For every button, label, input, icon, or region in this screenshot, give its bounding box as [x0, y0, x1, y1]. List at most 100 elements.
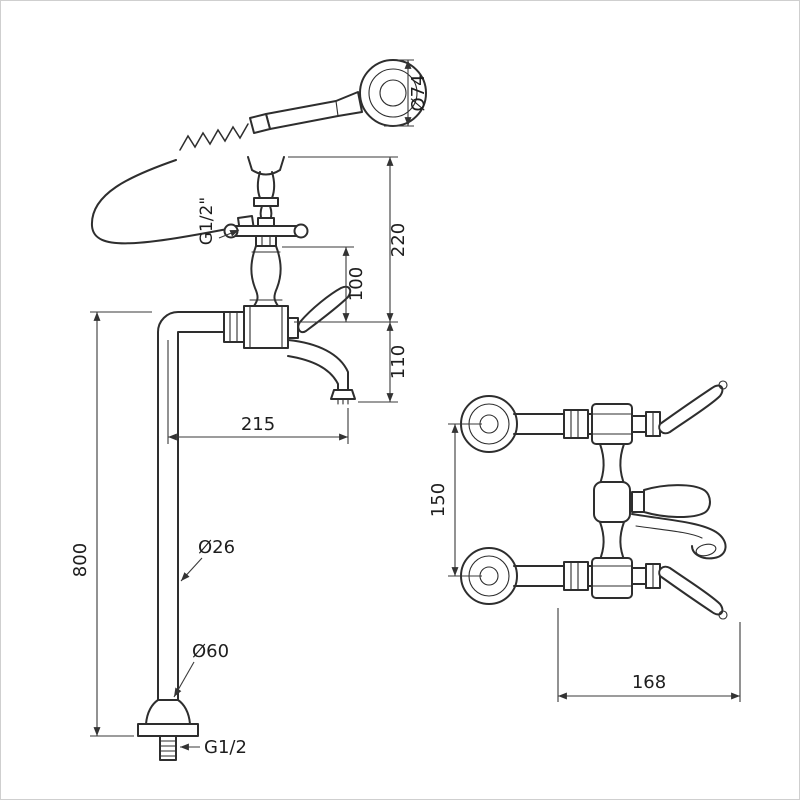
- cross-handle-top-stub: [257, 217, 275, 227]
- dim-168: 168: [557, 608, 741, 702]
- dim-110: 110: [358, 322, 409, 403]
- thread-lines: [159, 740, 177, 757]
- floor-standpipe: [157, 311, 225, 701]
- dim-150-extension-lines: [448, 423, 482, 577]
- spring-guard: [179, 123, 249, 151]
- shower-head-ring: [368, 68, 418, 118]
- shower-handle-body: [265, 91, 363, 130]
- cross-handle-bar: [228, 225, 304, 237]
- dim-110-label: 110: [388, 345, 409, 379]
- dim-d74-label: Ø74: [408, 74, 429, 111]
- hose-connection-leader: [218, 229, 240, 239]
- top-arm-nut-lines: [570, 409, 579, 439]
- bottom-flange-hub: [479, 566, 499, 586]
- ceramic-lever: [297, 285, 352, 334]
- cross-handle-hub: [255, 235, 277, 247]
- top-handle-boss: [631, 415, 647, 433]
- pipe-inner-edge: [177, 331, 225, 701]
- label-pipe-diameter: Ø26: [180, 537, 235, 582]
- faucet-body: [223, 305, 299, 349]
- bottom-valve-lines: [591, 565, 633, 587]
- pipe-diameter-label: Ø26: [198, 537, 235, 558]
- upper-body-rings: [249, 251, 283, 301]
- dim-100: 100: [282, 246, 367, 322]
- cross-handle-right-knob: [293, 223, 309, 239]
- tub-filler-side-view: 800 215 220 110 100: [70, 59, 429, 761]
- front-spout-mouth: [695, 543, 717, 557]
- shower-handle-neck-line: [335, 100, 339, 117]
- front-spout-inner-line: [635, 525, 703, 539]
- hand-shower-handle: [249, 91, 363, 134]
- wall-faucet-front-view: 150 168: [428, 380, 741, 702]
- bottom-handle-lever: [658, 565, 724, 616]
- aerator: [335, 398, 351, 405]
- hose-connection-label: G1/2": [197, 197, 217, 245]
- shower-cradle: [247, 156, 285, 221]
- pipe-diameter-leader: [180, 557, 203, 582]
- front-spout-outline: [631, 513, 727, 560]
- bottom-arm-nut-lines: [570, 561, 579, 591]
- spout-bottom-edge: [287, 355, 339, 391]
- dim-220: 220: [288, 156, 409, 323]
- dim-215-extension-lines: [167, 340, 349, 444]
- dim-100-label: 100: [346, 267, 367, 301]
- center-lever-and-spout: [631, 484, 727, 560]
- bottom-handle: [631, 563, 728, 620]
- bottom-handle-finial: [718, 610, 728, 620]
- label-base-diameter: Ø60: [173, 641, 229, 698]
- inlet-nut-lines: [229, 311, 238, 343]
- center-lever-ferrule: [631, 491, 645, 513]
- base-diameter-leader: [173, 661, 195, 698]
- upper-body: [249, 245, 283, 307]
- cross-handle: [223, 217, 309, 247]
- base-plate: [137, 723, 199, 737]
- top-valve-lines: [591, 413, 633, 435]
- lower-waist: [598, 521, 626, 563]
- shower-head-center: [379, 79, 407, 107]
- bottom-valve-block: [591, 557, 633, 599]
- cradle-spindle: [256, 171, 276, 199]
- base-dome: [145, 699, 191, 725]
- top-handle-finial: [718, 380, 728, 390]
- wall-flanges: [460, 395, 518, 605]
- dim-150-label: 150: [428, 483, 449, 517]
- dim-800: 800: [70, 311, 152, 737]
- spindle-collar: [253, 197, 279, 207]
- valve-body: [591, 403, 633, 599]
- pipe-outer-edge: [157, 311, 225, 701]
- top-flange-hub: [479, 414, 499, 434]
- base-diameter-label: Ø60: [192, 641, 229, 662]
- body-face-lines: [249, 305, 283, 349]
- top-handle: [631, 380, 728, 437]
- label-hose-connection: G1/2": [197, 197, 240, 245]
- body-block: [243, 305, 289, 349]
- dim-150: 150: [428, 423, 482, 577]
- top-handle-lever: [658, 384, 724, 435]
- dim-215: 215: [167, 340, 349, 444]
- supply-arms: [513, 409, 593, 591]
- dim-800-extension-lines: [90, 311, 152, 737]
- hose-nut-at-handle: [249, 113, 271, 134]
- dim-168-label: 168: [632, 672, 666, 693]
- diverter-boss: [287, 317, 299, 339]
- spout-outlet-flare: [330, 389, 356, 400]
- base-flange: [137, 699, 199, 761]
- cross-handle-hub-lines: [261, 235, 271, 247]
- dim-800-label: 800: [70, 543, 91, 577]
- upper-waist: [598, 443, 626, 487]
- threaded-stub: [159, 735, 177, 761]
- cradle-fork: [247, 156, 285, 176]
- tub-spout: [287, 339, 356, 405]
- dim-shower-diameter: Ø74: [384, 59, 429, 127]
- upper-body-outline: [250, 245, 282, 307]
- center-boss: [593, 481, 631, 523]
- top-valve-block: [591, 403, 633, 445]
- bottom-connection-label: G1/2: [204, 737, 247, 758]
- bottom-handle-boss: [631, 567, 647, 585]
- bottom-arm-nut: [563, 561, 589, 591]
- dim-215-label: 215: [241, 414, 275, 435]
- dim-168-extension-lines: [557, 608, 741, 702]
- dim-220-label: 220: [388, 223, 409, 257]
